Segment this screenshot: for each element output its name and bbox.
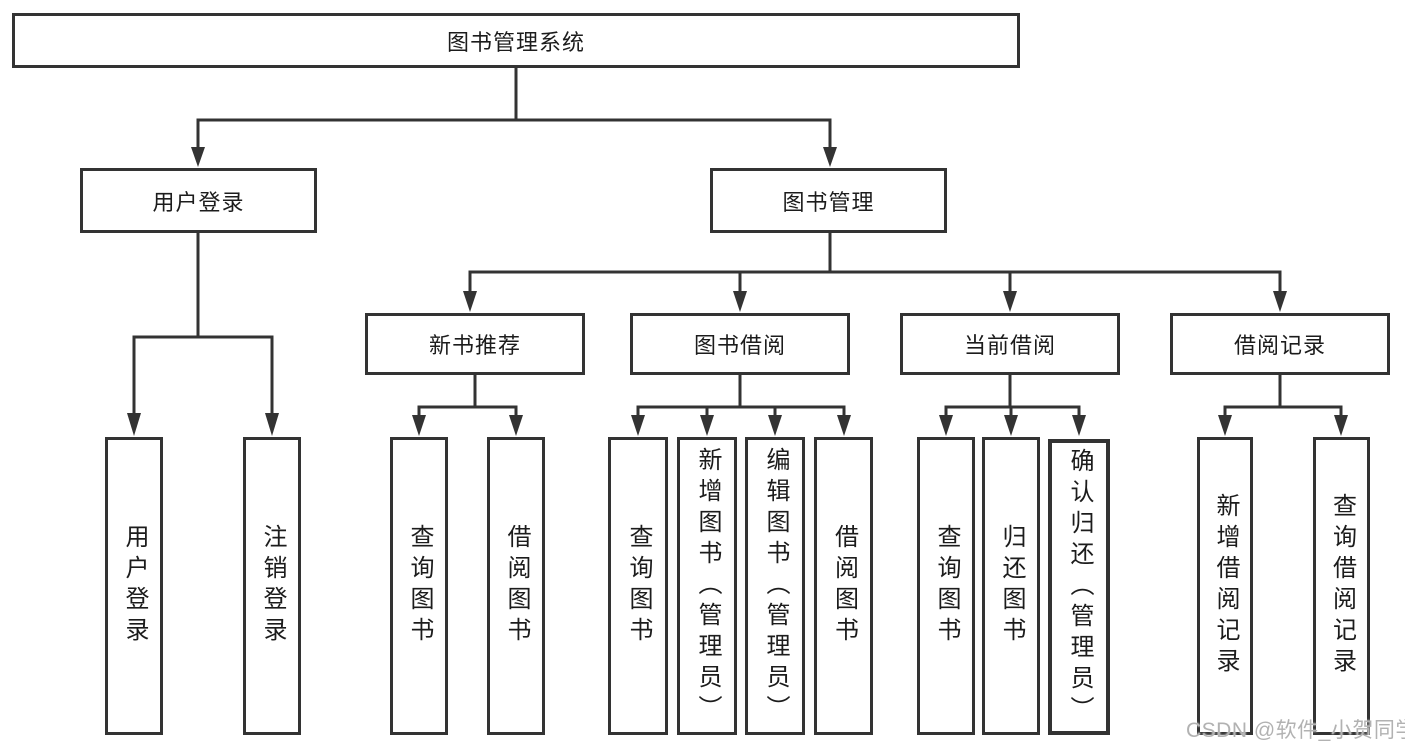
node-book-management: 图书管理 — [710, 168, 947, 233]
node-label: 查询图书 — [933, 524, 960, 648]
node-label: 查询图书 — [406, 524, 433, 648]
node-system-root: 图书管理系统 — [12, 13, 1020, 68]
leaf-edit-books-admin: 编辑图书（管理员） — [745, 437, 805, 735]
leaf-borrow-books: 借阅图书 — [814, 437, 873, 735]
leaf-add-books-admin: 新增图书（管理员） — [677, 437, 737, 735]
node-label: 新书推荐 — [428, 333, 521, 358]
leaf-confirm-return-admin: 确认归还（管理员） — [1048, 439, 1110, 735]
node-label: 借阅图书 — [830, 524, 858, 648]
node-label: 归还图书 — [998, 524, 1025, 648]
node-label: 确认归还（管理员） — [1066, 447, 1093, 727]
node-label: 图书借阅 — [693, 333, 786, 358]
node-label: 查询借阅记录 — [1328, 493, 1356, 679]
csdn-watermark: CSDN @软件_小贺同学 — [1186, 719, 1405, 742]
leaf-query-books-recommend: 查询图书 — [390, 437, 448, 735]
node-user-login: 用户登录 — [80, 168, 317, 233]
node-label: 图书管理系统 — [446, 29, 585, 55]
node-label: 新增图书（管理员） — [694, 446, 721, 726]
leaf-add-borrow-record: 新增借阅记录 — [1197, 437, 1253, 735]
leaf-query-books-current: 查询图书 — [917, 437, 975, 735]
leaf-borrow-books-recommend: 借阅图书 — [487, 437, 545, 735]
node-label: 用户登录 — [152, 189, 245, 215]
node-new-book-recommend: 新书推荐 — [365, 313, 585, 375]
leaf-user-login: 用户登录 — [105, 437, 163, 735]
node-book-borrow: 图书借阅 — [630, 313, 850, 375]
node-label: 新增借阅记录 — [1212, 493, 1239, 679]
node-label: 图书管理 — [782, 189, 875, 215]
node-label: 借阅记录 — [1233, 333, 1326, 358]
node-label: 编辑图书（管理员） — [762, 446, 789, 726]
leaf-query-books-borrow: 查询图书 — [608, 437, 668, 735]
leaf-logout: 注销登录 — [243, 437, 301, 735]
node-label: 查询图书 — [625, 524, 652, 648]
node-label: 借阅图书 — [503, 524, 530, 648]
node-current-borrow: 当前借阅 — [900, 313, 1120, 375]
node-borrow-records: 借阅记录 — [1170, 313, 1390, 375]
leaf-query-borrow-record: 查询借阅记录 — [1313, 437, 1370, 735]
node-label: 用户登录 — [121, 524, 148, 648]
node-label: 注销登录 — [259, 524, 286, 648]
leaf-return-books: 归还图书 — [982, 437, 1040, 735]
node-label: 当前借阅 — [963, 333, 1056, 358]
